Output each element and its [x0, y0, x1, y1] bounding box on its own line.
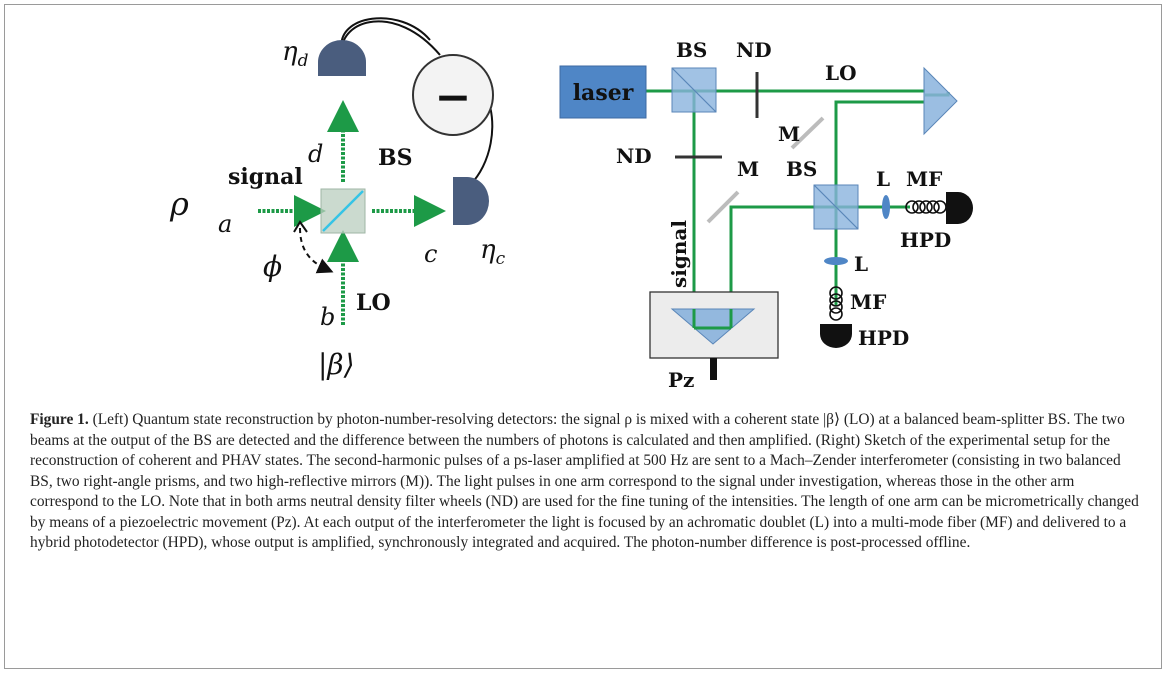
label-signal-right: signal [667, 220, 691, 288]
right-diagram: laser BS ND LO M ND M BS L MF [559, 38, 973, 392]
figure-diagrams: − ηd ηc signal BS LO d c a b ρ ϕ |β⟩ [169, 17, 973, 392]
label-bs-top: BS [676, 38, 707, 62]
label-mf-right: MF [906, 167, 942, 191]
label-mf-bottom: MF [850, 290, 886, 314]
label-eta-d: ηd [282, 37, 309, 71]
label-bs-mid: BS [786, 157, 817, 181]
phase-arrow [299, 227, 334, 274]
fiber-coil-bottom [829, 286, 843, 321]
label-bs-left: BS [378, 145, 412, 171]
fiber-coil-right [905, 200, 947, 214]
label-pz: Pz [668, 368, 694, 392]
label-phi: ϕ [263, 250, 282, 283]
label-rho: ρ [169, 185, 189, 223]
bs-top-surface [671, 67, 717, 113]
subtractor-circle [412, 54, 494, 136]
left-diagram: − ηd ηc signal BS LO d c a b ρ ϕ |β⟩ [169, 17, 506, 381]
label-c: c [424, 240, 437, 268]
lens-right [882, 195, 890, 219]
bs-mid-surface [813, 184, 859, 230]
hpd-right [946, 192, 973, 224]
mirror-top [790, 116, 825, 150]
pz-actuator [710, 358, 717, 380]
prism-top [923, 66, 958, 136]
label-b: b [320, 303, 335, 331]
label-hpd-bottom: HPD [858, 326, 909, 350]
label-l-bottom: L [854, 252, 868, 276]
mirror-mid [706, 190, 740, 224]
label-lo-left: LO [356, 290, 391, 316]
label-signal: signal [228, 164, 303, 190]
figure-label: Figure 1. [30, 411, 89, 428]
label-m-mid: M [737, 157, 759, 181]
detector-c [453, 177, 489, 225]
laser-label: laser [573, 80, 634, 106]
lens-bottom [824, 257, 848, 265]
label-lo-right: LO [825, 61, 856, 85]
phase-arrow-start [293, 220, 308, 233]
label-d: d [308, 140, 323, 168]
label-eta-c: ηc [480, 235, 506, 269]
caption-text: (Left) Quantum state reconstruction by p… [30, 411, 1139, 551]
hpd-bottom [820, 324, 852, 348]
label-m-top: M [778, 122, 800, 146]
label-nd-left: ND [616, 144, 652, 168]
laser-box [559, 65, 647, 119]
label-l-right: L [876, 167, 890, 191]
label-beta-ket: |β⟩ [318, 348, 355, 381]
beam-splitter-surface [322, 190, 364, 232]
subtractor-sign: − [435, 72, 472, 123]
label-a: a [218, 210, 232, 238]
figure-caption: Figure 1. (Left) Quantum state reconstru… [30, 410, 1140, 554]
label-hpd-right: HPD [900, 228, 951, 252]
label-nd-top: ND [736, 38, 772, 62]
detector-d [318, 40, 366, 76]
